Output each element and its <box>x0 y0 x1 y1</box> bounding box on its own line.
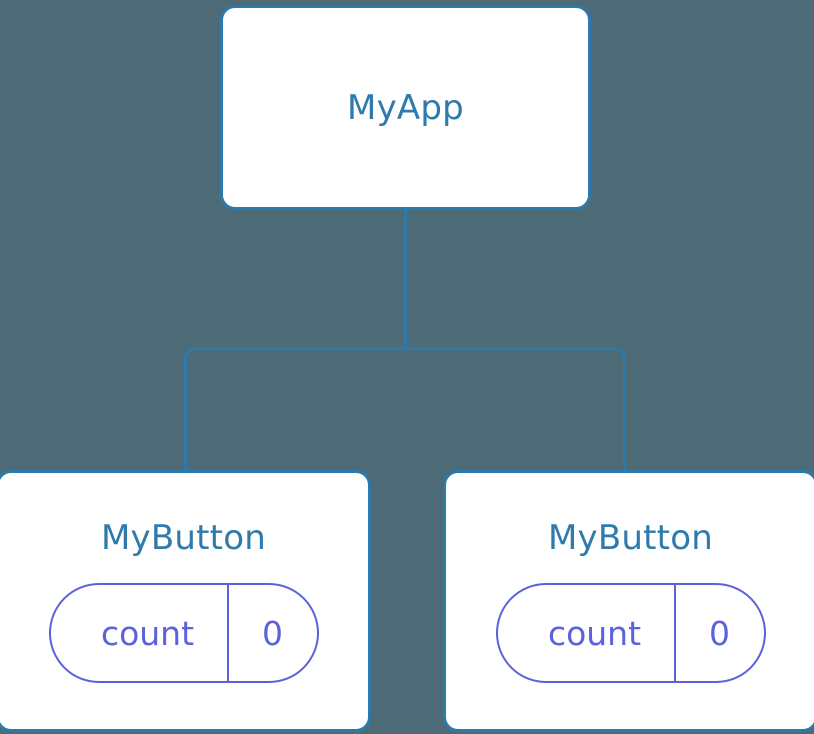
node-card-mybutton-1[interactable]: MyButton count 0 <box>443 470 814 732</box>
node-card-mybutton-0[interactable]: MyButton count 0 <box>0 470 371 732</box>
node-title: MyButton <box>101 518 266 558</box>
connector-branch-left <box>183 347 406 472</box>
state-pill-value: 0 <box>673 585 764 681</box>
node-title: MyButton <box>548 518 713 558</box>
state-pill[interactable]: count 0 <box>48 583 319 683</box>
state-pill-value: 0 <box>226 585 317 681</box>
node-title: MyApp <box>347 87 464 128</box>
connector-branch-right <box>405 347 627 472</box>
node-card-myapp[interactable]: MyApp <box>220 5 591 210</box>
state-pill[interactable]: count 0 <box>495 583 766 683</box>
state-pill-key: count <box>547 613 642 653</box>
state-pill-key: count <box>100 613 195 653</box>
